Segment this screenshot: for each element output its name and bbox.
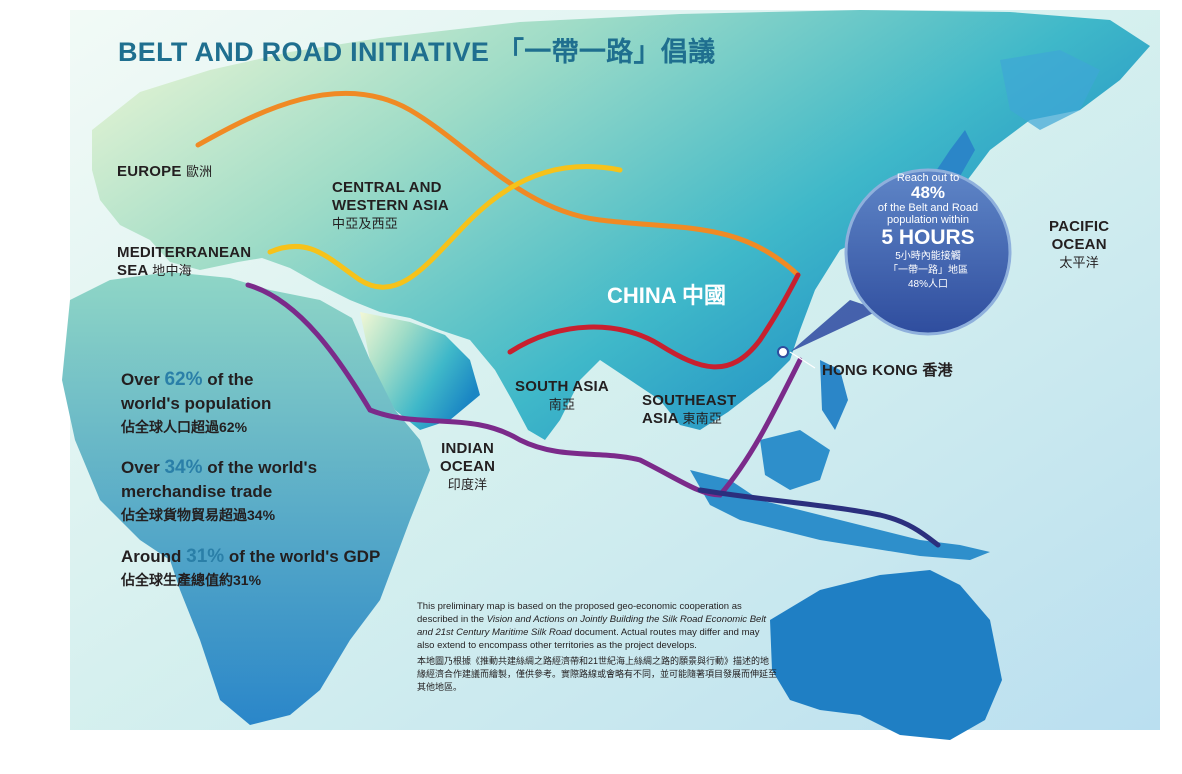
stat-population-zh: 佔全球人口超過62%: [121, 419, 248, 435]
bubble-hours: 5 HOURS: [881, 226, 975, 249]
label-central-asia-en2: WESTERN ASIA: [332, 197, 449, 214]
label-south-asia: SOUTH ASIA 南亞: [515, 378, 609, 414]
bubble-percent: 48%: [910, 183, 946, 202]
label-southeast-asia-en1: SOUTHEAST: [642, 392, 737, 409]
landmass-borneo: [760, 430, 830, 490]
route-orange: [195, 90, 801, 278]
route-red: [507, 272, 801, 370]
bubble-line1: Reach out to: [896, 172, 960, 184]
population-bubble: Reach out to 48% of the Belt and Road po…: [858, 172, 998, 292]
label-china: CHINA 中國: [607, 283, 726, 308]
bubble-line3: population within: [887, 214, 969, 226]
label-south-asia-en: SOUTH ASIA: [515, 378, 609, 395]
disclaimer-en-doc-title: Vision and Actions on Jointly Building t…: [417, 614, 767, 638]
label-southeast-asia-zh: 東南亞: [682, 411, 723, 426]
landmass-arctic: [1000, 50, 1100, 130]
landmass-philippines: [820, 360, 848, 430]
label-hong-kong: HONG KONG 香港: [822, 362, 953, 379]
page-title: BELT AND ROAD INITIATIVE 「一帶一路」倡議: [118, 37, 716, 67]
label-mediterranean-en1: MEDITERRANEAN: [117, 244, 252, 261]
stat-gdp-post: of the world's GDP: [224, 547, 381, 566]
label-indian-ocean-en2: OCEAN: [440, 458, 496, 475]
label-central-asia-en1: CENTRAL AND: [332, 179, 442, 196]
label-europe-en: EUROPE: [117, 163, 182, 180]
label-mediterranean: MEDITERRANEAN SEA 地中海: [117, 244, 251, 280]
stat-trade: Over 34% of the world's merchandise trad…: [121, 456, 317, 526]
label-europe-zh: 歐洲: [185, 164, 213, 179]
stat-trade-zh: 佔全球貨物貿易超過34%: [121, 507, 276, 523]
stat-trade-line2: merchandise trade: [121, 482, 273, 501]
stat-gdp-pre: Around: [121, 547, 187, 566]
label-indian-ocean-zh: 印度洋: [447, 477, 488, 492]
hong-kong-marker: [777, 346, 789, 358]
stat-gdp-pct: 31%: [186, 546, 225, 567]
label-central-asia-zh: 中亞及西亞: [332, 216, 399, 231]
label-southeast-asia: SOUTHEAST ASIA 東南亞: [642, 392, 736, 428]
landmass-indonesia: [690, 470, 990, 560]
disclaimer-en-a: This preliminary map is based on the pro…: [417, 601, 742, 625]
disclaimer-en: This preliminary map is based on the pro…: [417, 600, 777, 652]
stat-population-pre: Over: [121, 370, 165, 389]
route-yellow: [267, 164, 623, 290]
bubble-zh3: 48%人口: [907, 279, 948, 290]
disclaimer-en-c: document. Actual routes may differ and m…: [417, 627, 760, 651]
disclaimer-note: This preliminary map is based on the pro…: [417, 600, 777, 694]
route-navy: [697, 487, 941, 548]
stat-population-pct: 62%: [164, 369, 203, 390]
hong-kong-leader-line: [789, 351, 816, 369]
stat-trade-pre: Over: [121, 458, 165, 477]
label-central-asia: CENTRAL AND WESTERN ASIA 中亞及西亞: [332, 179, 449, 233]
label-pacific-ocean-en2: OCEAN: [1051, 236, 1107, 253]
stat-gdp-zh: 佔全球生產總值約31%: [121, 572, 262, 588]
bubble-line2: of the Belt and Road: [877, 202, 979, 214]
label-indian-ocean: INDIAN OCEAN 印度洋: [440, 440, 495, 494]
label-pacific-ocean-en1: PACIFIC: [1049, 218, 1110, 235]
label-europe: EUROPE 歐洲: [117, 163, 212, 181]
landmass-eurasia: [92, 10, 1150, 440]
route-purple: [245, 282, 803, 498]
bubble-zh1: 5小時內能接觸: [895, 251, 961, 262]
population-bubble-bg: [844, 168, 1012, 336]
label-south-asia-zh: 南亞: [548, 397, 576, 412]
stat-population-post: of the: [202, 370, 254, 389]
label-mediterranean-en2: SEA: [117, 262, 148, 279]
label-southeast-asia-en2: ASIA: [642, 410, 679, 427]
label-mediterranean-zh: 地中海: [152, 263, 192, 278]
landmass-africa: [62, 272, 430, 725]
stat-trade-pct: 34%: [164, 457, 203, 478]
bubble-zh2: 「一帶一路」地區: [888, 265, 968, 276]
stat-population: Over 62% of the world's population 佔全球人口…: [121, 368, 271, 438]
landmass-australia: [770, 570, 1002, 740]
stat-gdp: Around 31% of the world's GDP 佔全球生產總值約31…: [121, 545, 380, 591]
bubble-pointer: [790, 300, 880, 352]
label-indian-ocean-en1: INDIAN: [441, 440, 495, 457]
stat-population-line2: world's population: [121, 394, 272, 413]
label-pacific-ocean-zh: 太平洋: [1059, 255, 1099, 270]
disclaimer-zh: 本地圖乃根據《推動共建絲綢之路經濟帶和21世紀海上絲綢之路的願景與行動》描述的地…: [417, 656, 778, 692]
label-pacific-ocean: PACIFIC OCEAN 太平洋: [1049, 218, 1109, 272]
stat-trade-post: of the world's: [202, 458, 318, 477]
